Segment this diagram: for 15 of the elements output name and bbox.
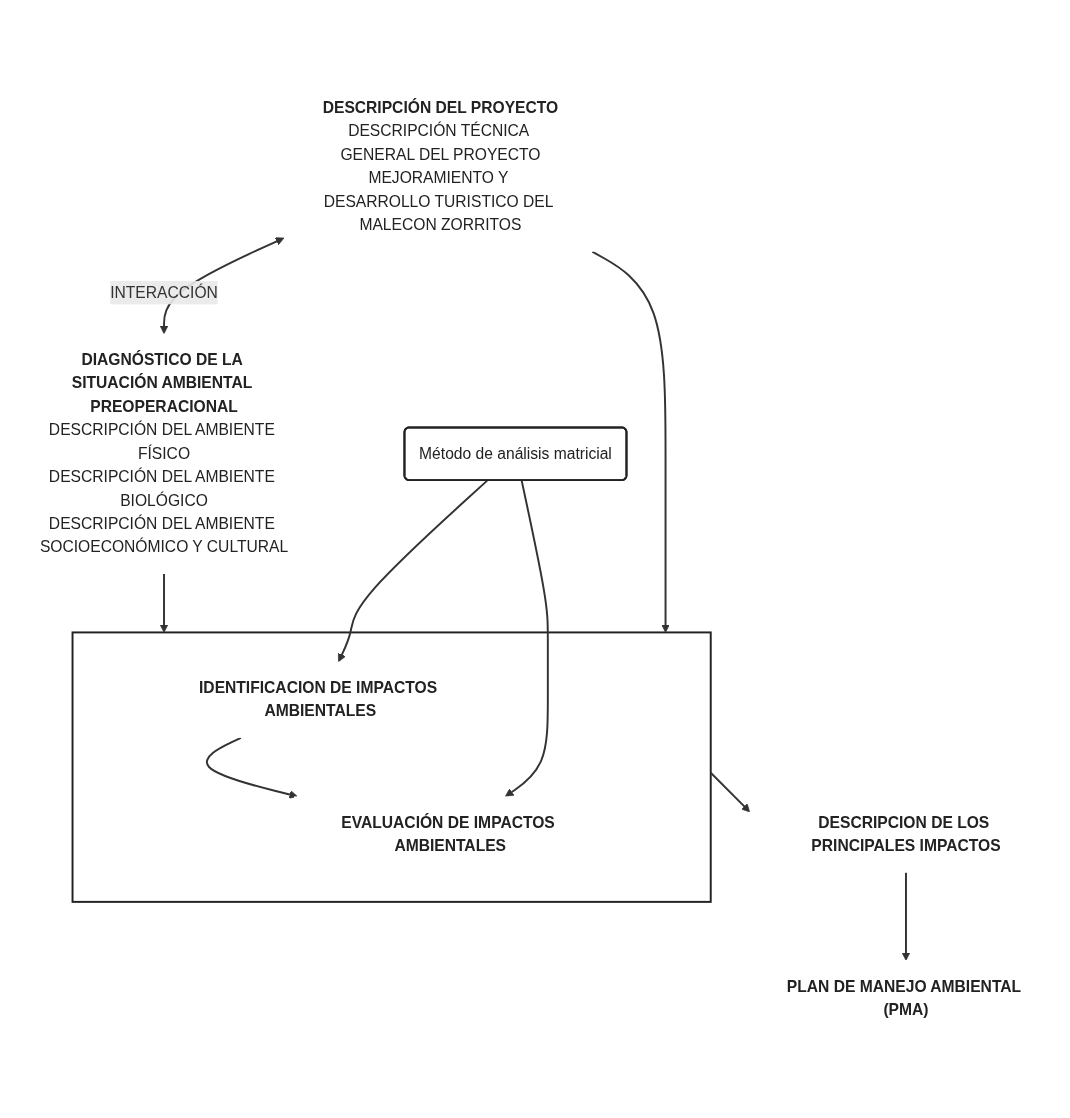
node-text: DESCRIPCIÓN DEL PROYECTO DESCRIPCIÓN TÉCNICA GENERAL DEL PROYECTO MEJORAMIENTO Y DESARROLLO TURISTICO DEL MALECON ZORRITOS <box>322 99 559 233</box>
node-text: DESCRIPCION DE LOS PRINCIPALES IMPACTOS <box>811 813 1001 854</box>
cluster <box>71 631 712 903</box>
arrow <box>505 479 549 797</box>
arrow <box>901 871 911 961</box>
arrow <box>338 479 489 662</box>
arrow <box>591 250 670 633</box>
node-text: DIAGNÓSTICO DE LA SITUACIÓN AMBIENTAL PREOPERACIONAL DESCRIPCIÓN DEL AMBIENTE FÍSICO DESCRIPCIÓN DEL AMBIENTE BIOLÓGICO DESCRIPCIÓN DEL AMBIENTE SOCIOECONÓMICO Y CULTURAL <box>39 351 289 556</box>
edge-label: INTERACCIÓN <box>110 283 218 301</box>
node-text: IDENTIFICACION DE IMPACTOS AMBIENTALES <box>199 679 438 720</box>
node-text: PLAN DE MANEJO AMBIENTAL (PMA) <box>786 977 1021 1018</box>
arrow <box>159 572 169 633</box>
arrow <box>205 736 298 799</box>
arrow <box>709 771 751 813</box>
node-text: EVALUACIÓN DE IMPACTOS AMBIENTALES <box>341 813 555 854</box>
